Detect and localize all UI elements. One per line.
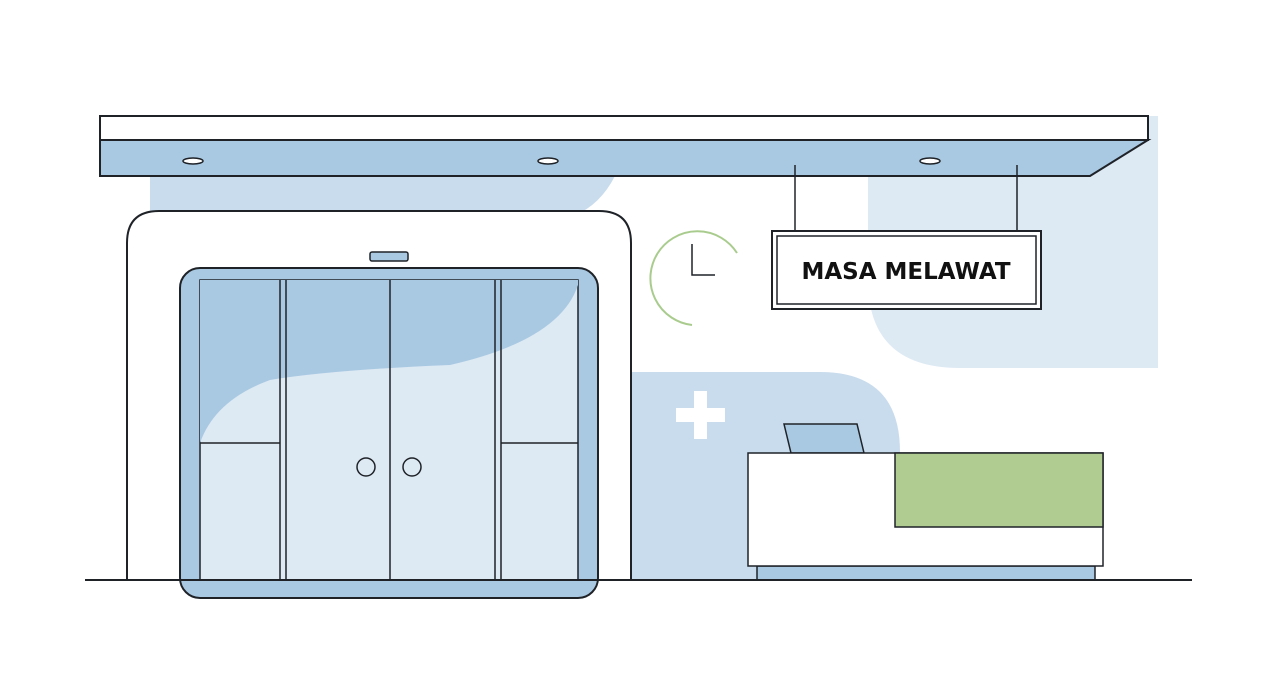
glass-reflection	[200, 280, 578, 443]
ceiling-light	[919, 157, 941, 165]
door-handle-right	[402, 457, 422, 477]
sign-text: MASA MELAWAT	[801, 259, 1010, 285]
door-sensor	[369, 251, 409, 262]
medical-cross-icon	[676, 391, 725, 439]
desk-base	[756, 565, 1096, 581]
desk-green-panel	[894, 452, 1104, 528]
ceiling-light	[182, 157, 204, 165]
canopy-underside	[99, 139, 1152, 177]
background-blob-top-left	[150, 176, 615, 215]
door-handle-left	[356, 457, 376, 477]
ceiling-light	[537, 157, 559, 165]
clock-icon	[649, 230, 738, 326]
monitor	[783, 423, 865, 454]
canopy-top	[99, 115, 1149, 141]
visiting-hours-sign: MASA MELAWAT	[771, 230, 1042, 310]
